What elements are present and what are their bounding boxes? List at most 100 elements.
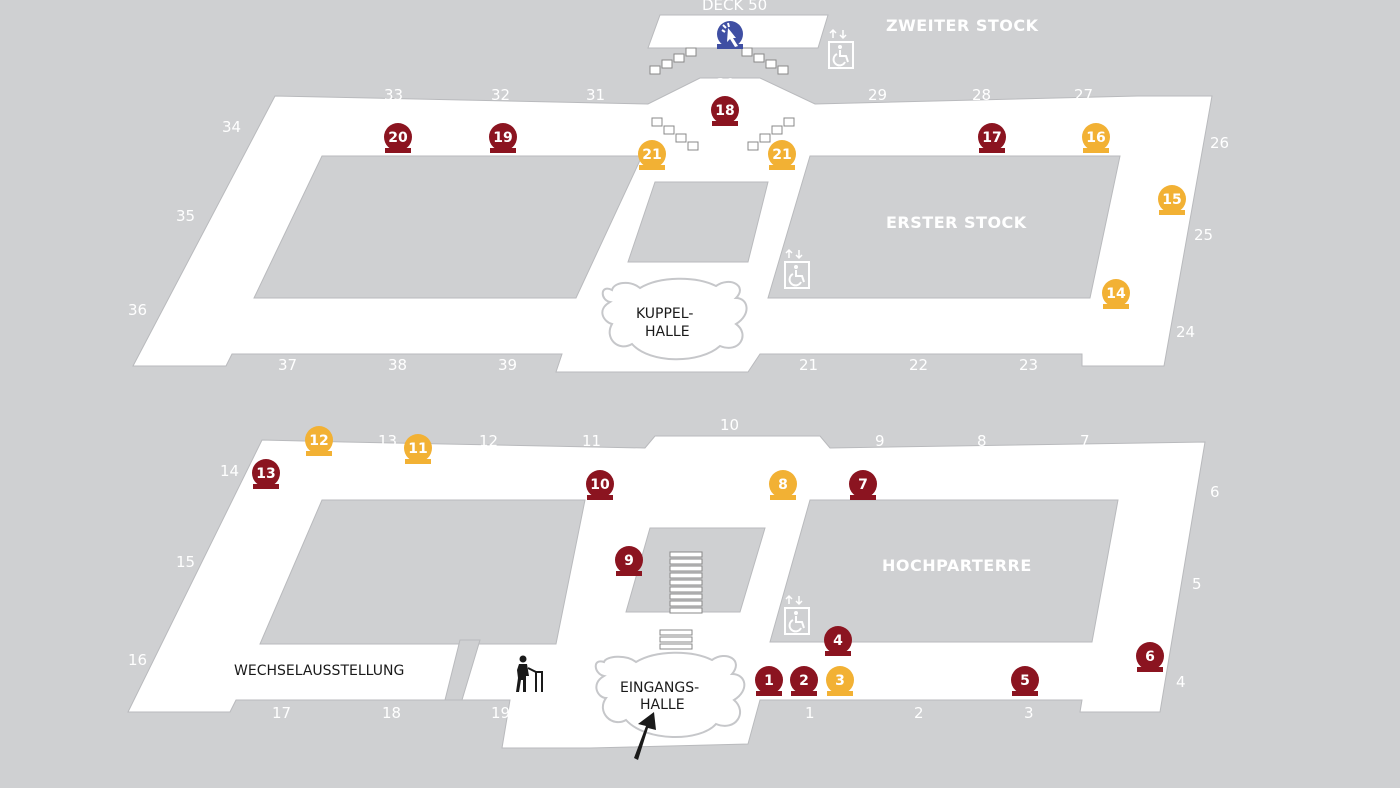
room-10[interactable]: 10 (720, 416, 739, 434)
room-1[interactable]: 1 (805, 704, 815, 722)
room-numbers-upper: 33 32 31 30 29 28 27 34 26 35 25 36 24 3… (128, 75, 1229, 374)
pin-number: 7 (858, 477, 868, 493)
pin-circle (978, 123, 1006, 151)
pin-base (850, 495, 876, 500)
room-32[interactable]: 32 (491, 86, 510, 104)
room-33[interactable]: 33 (384, 86, 403, 104)
pin-circle (615, 546, 643, 574)
staircase-upper (649, 47, 795, 151)
exhibit-pin-21[interactable]: 21 (768, 140, 796, 170)
room-22[interactable]: 22 (909, 356, 928, 374)
wheelchair-elevator-icon[interactable] (828, 28, 854, 69)
room-25[interactable]: 25 (1194, 226, 1213, 244)
courtyard-west-lower (259, 499, 586, 645)
pin-circle (1158, 185, 1186, 213)
exhibit-pin-4[interactable]: 4 (824, 626, 852, 656)
pin-number: 1 (764, 673, 774, 689)
exhibit-pin-7[interactable]: 7 (849, 470, 877, 500)
room-13[interactable]: 13 (378, 432, 397, 450)
light-well (627, 181, 769, 263)
room-29[interactable]: 29 (868, 86, 887, 104)
room-38[interactable]: 38 (388, 356, 407, 374)
pin-base (587, 495, 613, 500)
room-34[interactable]: 34 (222, 118, 241, 136)
exhibit-pin-5[interactable]: 5 (1011, 666, 1039, 696)
room-18[interactable]: 18 (382, 704, 401, 722)
eingangshalle-label-line1: EINGANGS- (620, 680, 699, 696)
exhibit-pin-8[interactable]: 8 (769, 470, 797, 500)
room-39[interactable]: 39 (498, 356, 517, 374)
room-16[interactable]: 16 (128, 651, 147, 669)
pin-circle (638, 140, 666, 168)
room-27[interactable]: 27 (1074, 86, 1093, 104)
room-8[interactable]: 8 (977, 432, 987, 450)
pin-number: 17 (982, 130, 1001, 146)
courtyard-east-lower (769, 499, 1119, 643)
room-15[interactable]: 15 (176, 553, 195, 571)
wheelchair-elevator-icon[interactable] (784, 248, 810, 289)
room-36[interactable]: 36 (128, 301, 147, 319)
room-6[interactable]: 6 (1210, 483, 1220, 501)
exhibit-pin-1[interactable]: 1 (755, 666, 783, 696)
exhibit-pin-20[interactable]: 20 (384, 123, 412, 153)
exhibit-pin-17[interactable]: 17 (978, 123, 1006, 153)
exhibit-pin-19[interactable]: 19 (489, 123, 517, 153)
entrance-arrow-icon[interactable] (634, 712, 656, 760)
exhibit-pin-9[interactable]: 9 (615, 546, 643, 576)
room-17[interactable]: 17 (272, 704, 291, 722)
room-5[interactable]: 5 (1192, 575, 1202, 593)
exhibit-pin-18[interactable]: 18 (711, 96, 739, 126)
room-4[interactable]: 4 (1176, 673, 1186, 691)
exhibit-pin-10[interactable]: 10 (586, 470, 614, 500)
room-2[interactable]: 2 (914, 704, 924, 722)
exhibit-pin-3[interactable]: 3 (826, 666, 854, 696)
pin-base (827, 691, 853, 696)
exhibit-pin-12[interactable]: 12 (305, 426, 333, 456)
pin-number: 16 (1086, 130, 1105, 146)
pin-number: 14 (1106, 286, 1126, 302)
room-7[interactable]: 7 (1080, 432, 1090, 450)
pin-number: 2 (799, 673, 809, 689)
room-31[interactable]: 31 (586, 86, 605, 104)
exhibit-pin-11[interactable]: 11 (404, 434, 432, 464)
room-23[interactable]: 23 (1019, 356, 1038, 374)
room-24[interactable]: 24 (1176, 323, 1195, 341)
pin-circle (790, 666, 818, 694)
exhibit-pin-6[interactable]: 6 (1136, 642, 1164, 672)
pin-circle (1011, 666, 1039, 694)
room-19[interactable]: 19 (491, 704, 510, 722)
pin-base (616, 571, 642, 576)
room-numbers-lower: 10 13 12 11 9 8 7 14 6 15 5 16 4 17 18 1… (128, 416, 1220, 722)
pin-circle (586, 470, 614, 498)
pin-circle (252, 459, 280, 487)
exhibit-pin-16[interactable]: 16 (1082, 123, 1110, 153)
room-3[interactable]: 3 (1024, 704, 1034, 722)
pin-number: 6 (1145, 649, 1155, 665)
wechselausstellung-label[interactable]: WECHSELAUSSTELLUNG (234, 663, 404, 679)
room-28[interactable]: 28 (972, 86, 991, 104)
room-30[interactable]: 30 (716, 75, 735, 93)
exhibit-pin-14[interactable]: 14 (1102, 279, 1130, 309)
zweiter-stock-label: ZWEITER STOCK (886, 16, 1039, 35)
pin-base (756, 691, 782, 696)
pin-circle (1082, 123, 1110, 151)
exhibit-pin-15[interactable]: 15 (1158, 185, 1186, 215)
exhibit-pin-13[interactable]: 13 (252, 459, 280, 489)
room-21[interactable]: 21 (799, 356, 818, 374)
room-11[interactable]: 11 (582, 432, 601, 450)
room-35[interactable]: 35 (176, 207, 195, 225)
room-12[interactable]: 12 (479, 432, 498, 450)
room-9[interactable]: 9 (875, 432, 885, 450)
room-14[interactable]: 14 (220, 462, 239, 480)
hochparterre-label: HOCHPARTERRE (882, 556, 1032, 575)
pin-circle (824, 626, 852, 654)
room-26[interactable]: 26 (1210, 134, 1229, 152)
wheelchair-elevator-icon[interactable] (784, 594, 810, 635)
room-37[interactable]: 37 (278, 356, 297, 374)
courtyard-west (253, 155, 643, 299)
exhibit-pin-2[interactable]: 2 (790, 666, 818, 696)
pin-number: 21 (772, 147, 791, 163)
exhibit-pin-21[interactable]: 21 (638, 140, 666, 170)
touch-hand-icon[interactable] (717, 21, 743, 49)
